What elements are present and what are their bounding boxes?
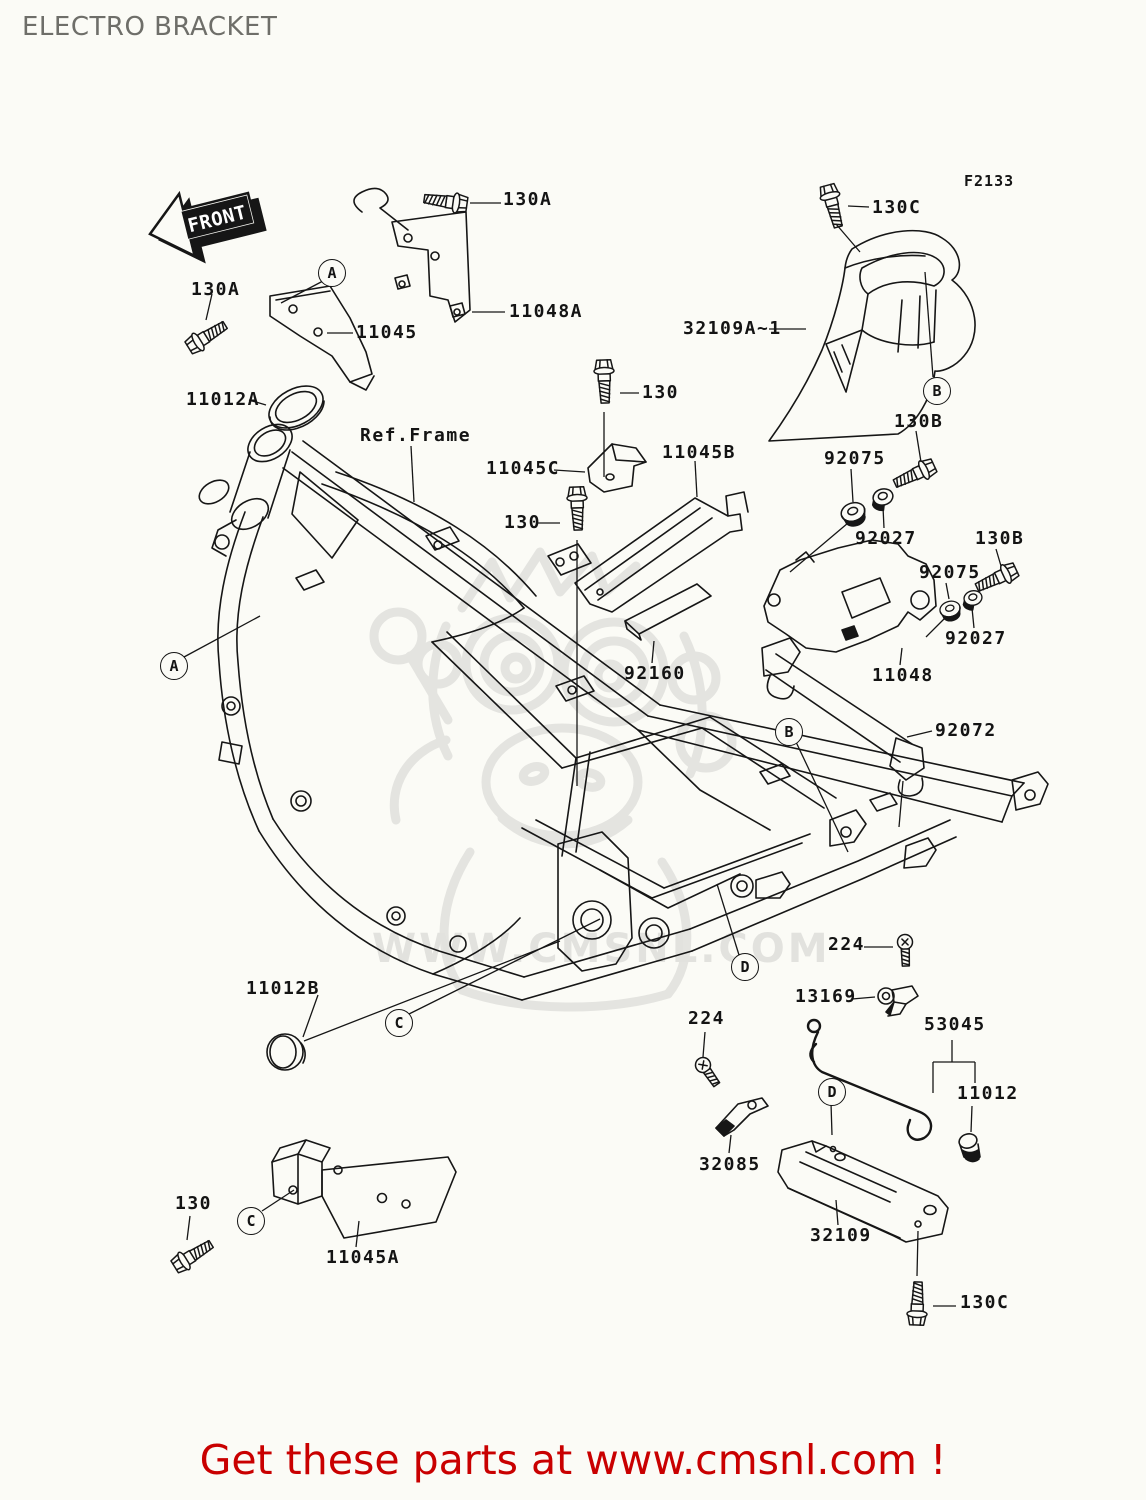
watermark-text: WWW.CMSNL.COM	[372, 926, 831, 972]
footer-banner: Get these parts at www.cmsnl.com !	[199, 1436, 947, 1484]
page-title: ELECTRO BRACKET	[22, 12, 278, 42]
frame-drawing	[168, 181, 1049, 1327]
front-arrow: FRONT	[148, 190, 267, 264]
leader-lines	[183, 202, 1002, 1307]
